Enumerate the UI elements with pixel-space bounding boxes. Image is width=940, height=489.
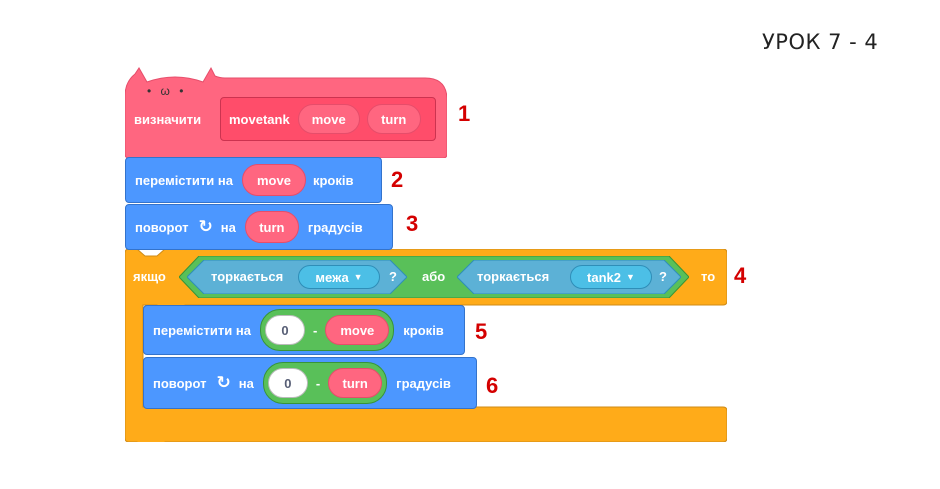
annotation-2: 2 [391, 167, 404, 192]
define-prototype[interactable]: movetank move turn [220, 97, 436, 141]
then-label: то [701, 269, 716, 284]
subtract-sign: - [312, 322, 318, 338]
turn-suffix: градусів [307, 219, 363, 235]
touching-tank2-label: торкається [477, 269, 550, 284]
rotate-right-icon: ↻ [216, 373, 231, 392]
or-operator[interactable]: торкається межа ▼ ? або торкається tank2… [179, 256, 689, 298]
touching-tank2-block[interactable]: торкається tank2 ▼ ? [457, 260, 681, 294]
rotate-right-icon: ↻ [198, 217, 213, 236]
define-block[interactable]: • ω • визначити movetank move turn [125, 64, 447, 158]
cat-ears-icon: • ω • [147, 84, 187, 98]
subtract-left-input[interactable]: 0 [264, 315, 305, 345]
inner-move-label: перемістити на [153, 322, 251, 338]
touching-tank2-question: ? [659, 269, 667, 284]
annotation-3: 3 [406, 211, 419, 236]
touching-tank2-value: tank2 [587, 269, 622, 285]
inner-move-suffix: кроків [403, 322, 444, 338]
subtract-operator-turn[interactable]: 0 - turn [262, 362, 388, 404]
lesson-title: УРОК 7 - 4 [762, 30, 879, 54]
move-block[interactable]: перемістити на move кроків [125, 157, 382, 203]
if-label: якщо [133, 269, 166, 284]
move-suffix: кроків [312, 172, 354, 188]
dropdown-arrow-icon: ▼ [626, 272, 635, 282]
touching-edge-question: ? [389, 269, 397, 284]
define-param-move[interactable]: move [297, 104, 360, 134]
inner-turn-block[interactable]: поворот ↻ на 0 - turn градусів [143, 357, 477, 409]
subtract-operator[interactable]: 0 - move [259, 309, 395, 351]
touching-edge-dropdown[interactable]: межа ▼ [298, 265, 380, 289]
annotation-6: 6 [486, 373, 499, 398]
turn-label: поворот [135, 219, 189, 235]
inner-turn-on: на [238, 375, 254, 391]
dropdown-arrow-icon: ▼ [353, 272, 363, 282]
move-reporter-top[interactable]: move [241, 164, 306, 196]
if-block[interactable]: якщо торкається межа ▼ ? або торкається [125, 249, 727, 442]
touching-edge-value: межа [315, 269, 349, 285]
inner-move-block[interactable]: перемістити на 0 - move кроків [143, 305, 465, 355]
turn-on: на [220, 219, 236, 235]
touching-edge-block[interactable]: торкається межа ▼ ? [187, 260, 407, 294]
define-label: визначити [134, 112, 202, 127]
define-param-turn[interactable]: turn [366, 104, 421, 134]
move-reporter[interactable]: move [325, 315, 390, 345]
touching-tank2-dropdown[interactable]: tank2 ▼ [570, 265, 652, 289]
inner-turn-suffix: градусів [396, 375, 451, 391]
touching-edge-label: торкається [211, 269, 284, 284]
annotation-5: 5 [475, 319, 488, 344]
annotation-1: 1 [458, 101, 471, 126]
turn-reporter-inner[interactable]: turn [328, 368, 383, 398]
turn-block[interactable]: поворот ↻ на turn градусів [125, 204, 393, 250]
inner-turn-label: поворот [153, 375, 207, 391]
subtract-turn-left-input[interactable]: 0 [267, 368, 308, 398]
or-label: або [422, 269, 446, 284]
subtract-turn-sign: - [315, 375, 321, 391]
define-name: movetank [229, 111, 290, 127]
annotation-4: 4 [734, 263, 747, 288]
move-label: перемістити на [135, 172, 233, 188]
turn-reporter-top[interactable]: turn [244, 211, 299, 243]
